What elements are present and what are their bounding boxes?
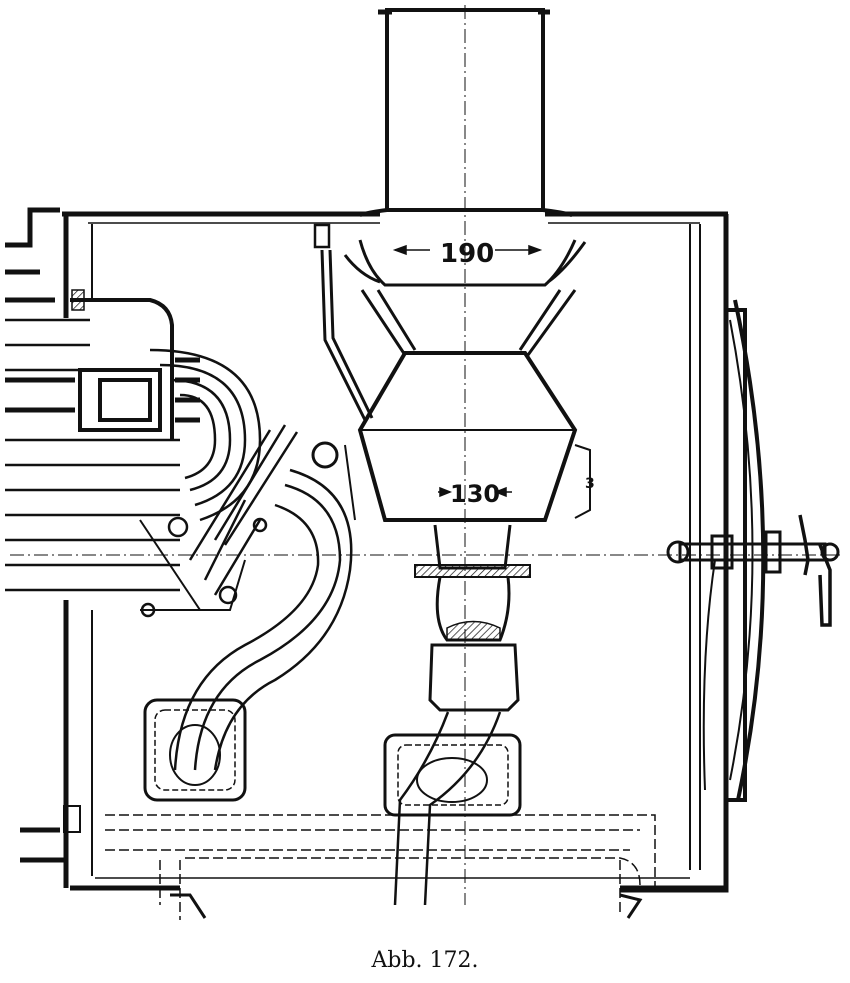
- lower-nozzle: [428, 643, 520, 712]
- dimension-lower: 130: [438, 480, 512, 508]
- housing-right-wall: [620, 214, 729, 893]
- funnel-upper-cone: [343, 239, 587, 287]
- neck-flange: [414, 564, 531, 578]
- funnel-neck: [433, 524, 512, 570]
- left-floor-outlet: [143, 698, 247, 802]
- door-assembly: [666, 299, 840, 802]
- float-ball: [311, 441, 339, 469]
- tube-flange-hatched: [71, 289, 85, 311]
- door-curved-leaf-inner: [729, 319, 754, 781]
- floor-brackets: [170, 893, 643, 919]
- funnel-upper-sides: [360, 289, 577, 356]
- tube-stubs: [40, 357, 200, 423]
- dimension-190-label: 190: [440, 239, 494, 269]
- chimney-base-flare: [359, 200, 573, 217]
- handle-hub: [710, 534, 734, 570]
- handle-collar: [764, 530, 782, 574]
- neck-bend-hatch: [446, 620, 501, 641]
- boiler-tubes: [5, 289, 262, 592]
- left-wall-block: [63, 805, 81, 833]
- drip-pipe: [311, 223, 374, 469]
- central-lower-pipe: [383, 711, 522, 906]
- tube-lines: [5, 318, 180, 592]
- housing: [5, 207, 729, 893]
- funnel-side-box: [344, 444, 591, 521]
- door-curved-leaf: [733, 299, 766, 801]
- chimney-funnel: [343, 8, 591, 712]
- left-flange-steps: [5, 207, 66, 863]
- figure-caption: Abb. 172.: [371, 948, 479, 973]
- small-mark-3: 3: [585, 476, 595, 492]
- dimension-130-label: 130: [450, 480, 500, 508]
- s-pipe: [143, 468, 353, 802]
- handle-lever: [798, 514, 832, 627]
- valve-linkage: [139, 424, 299, 618]
- technical-drawing: 190 130 3: [5, 5, 840, 920]
- housing-right-inner: [689, 224, 701, 870]
- handle-knob-right: [820, 542, 840, 562]
- handle-spindle: [678, 542, 827, 562]
- tube-header: [70, 298, 174, 440]
- floor-rails: [105, 814, 656, 920]
- centre-floor-outlet: [383, 733, 522, 817]
- centre-lines: [10, 5, 840, 905]
- tube-bends: [149, 348, 262, 522]
- handle-knob-left: [666, 540, 690, 564]
- dimension-upper: 190: [392, 239, 543, 269]
- door-bow-left: [702, 559, 716, 791]
